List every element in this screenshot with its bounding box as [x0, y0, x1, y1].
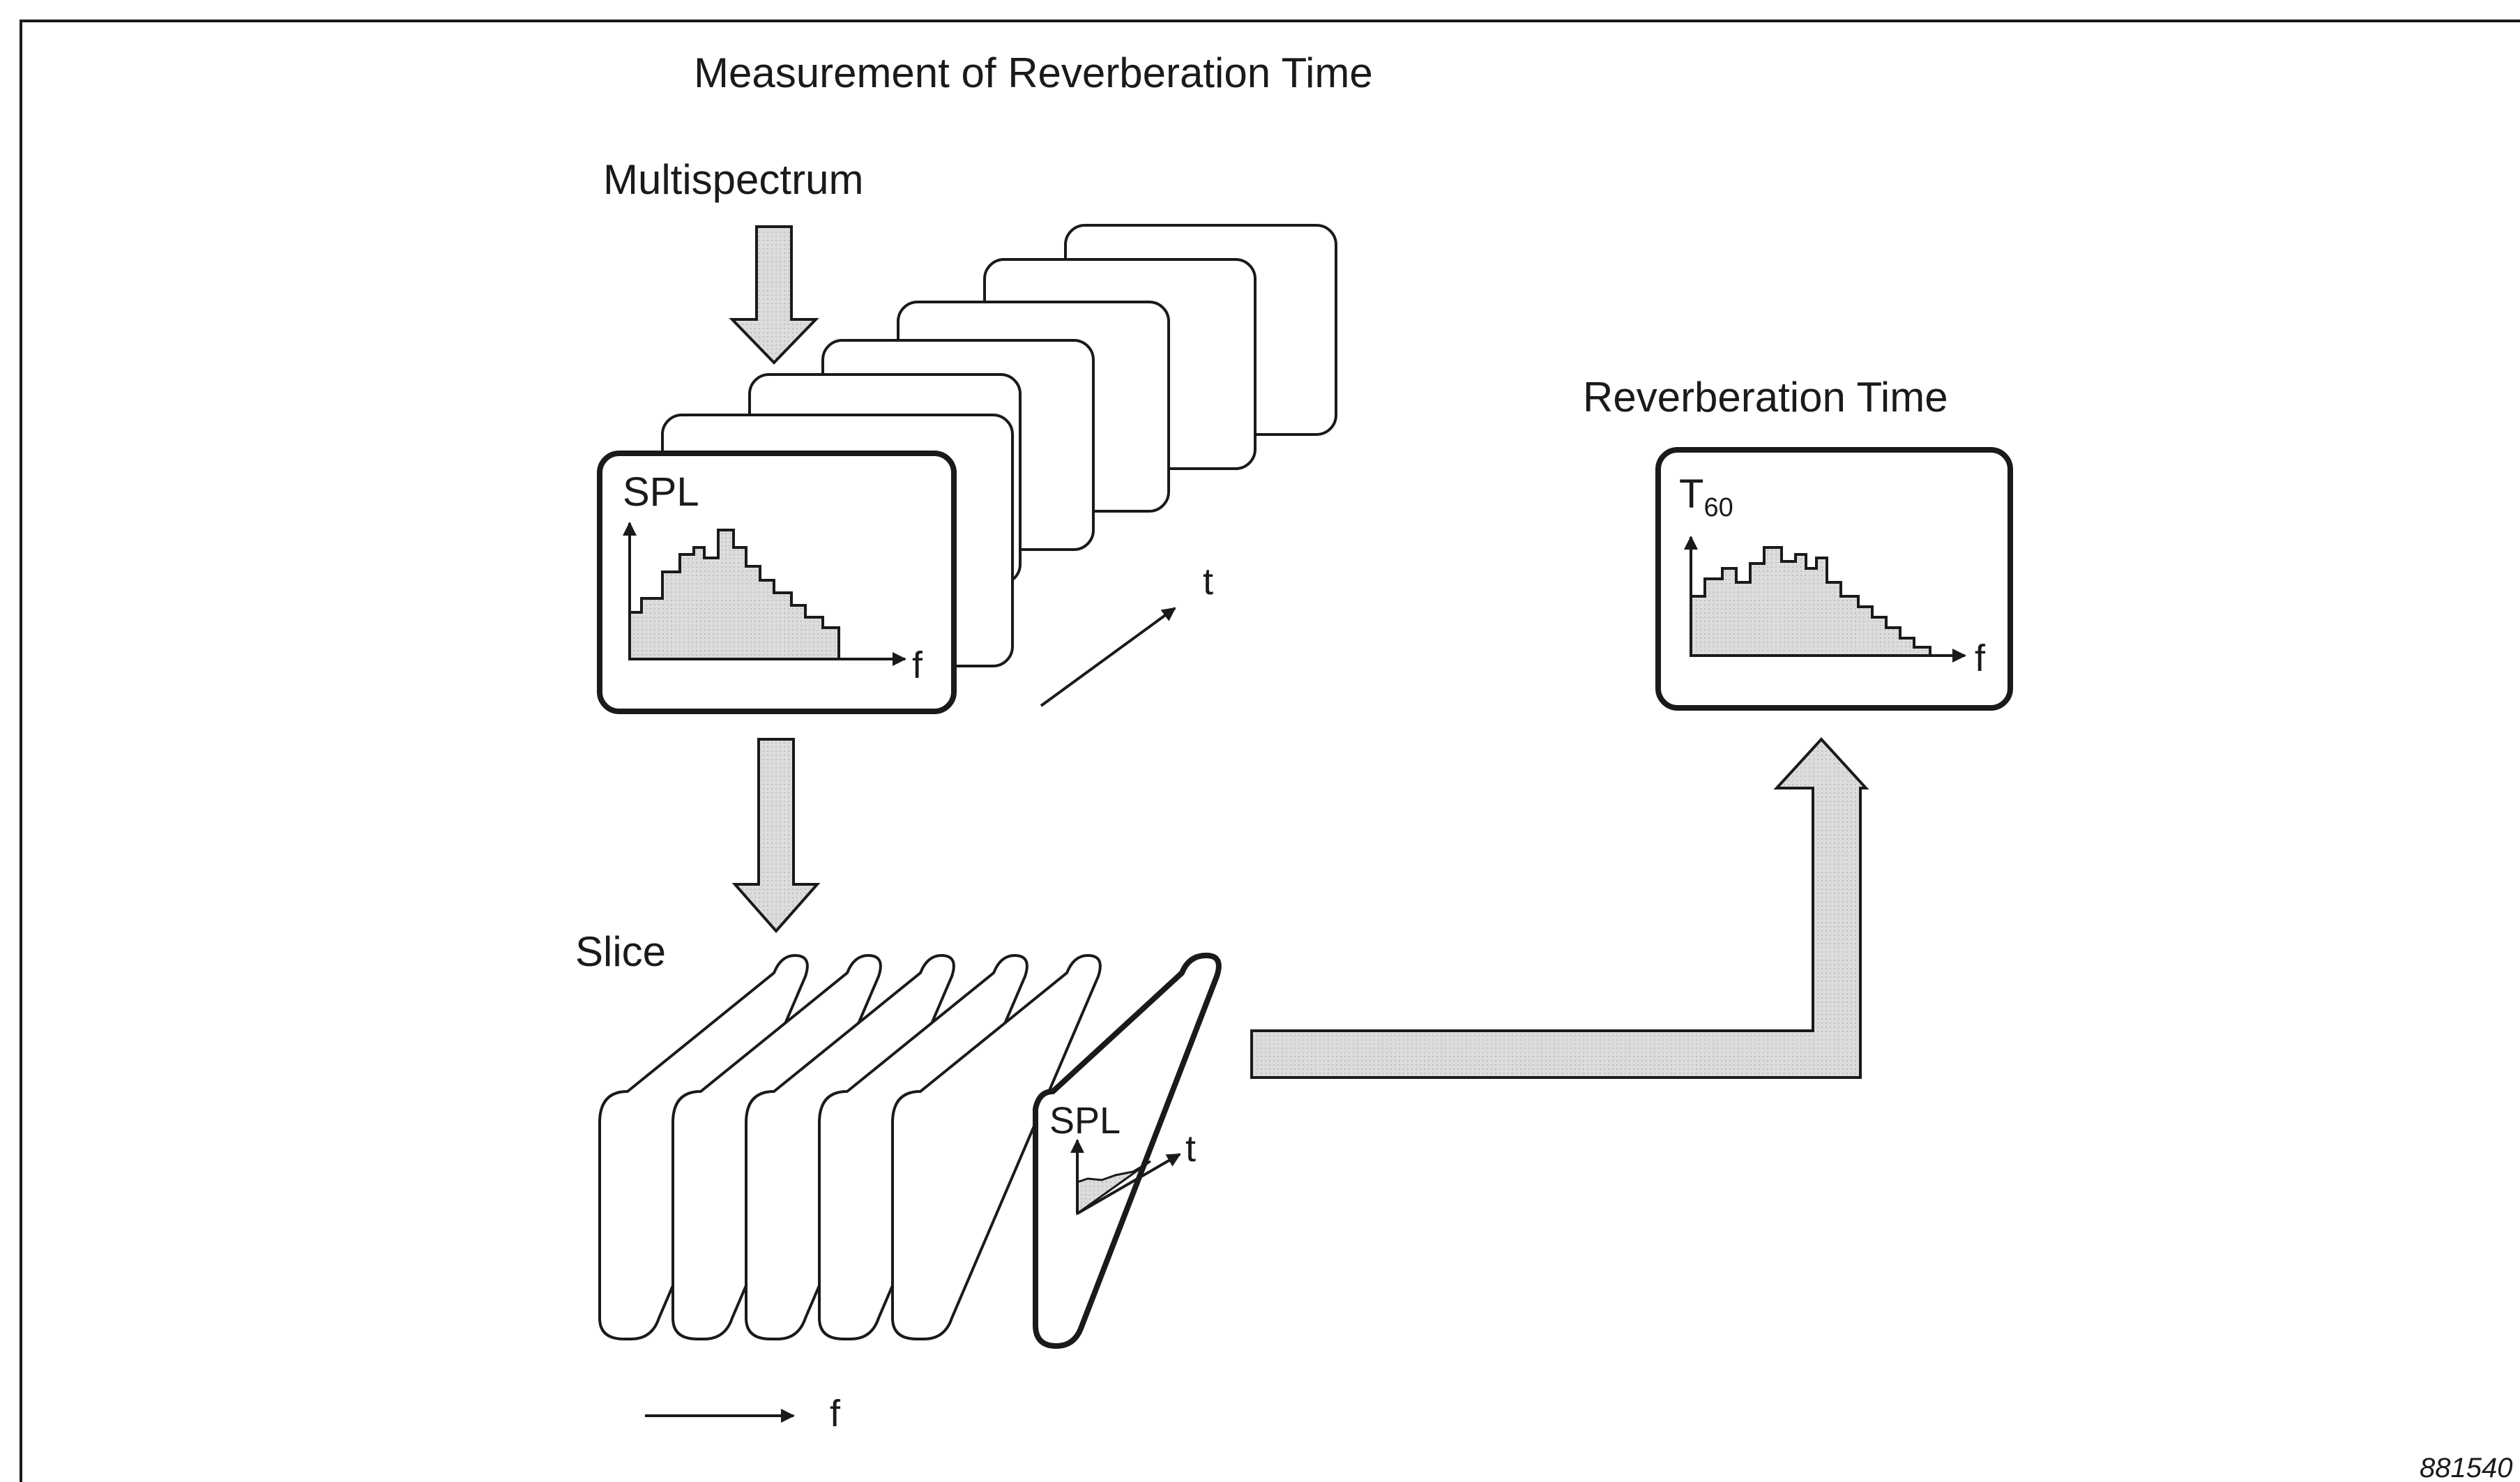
- diagram-title: Measurement of Reverberation Time: [694, 50, 1373, 96]
- figure-number: 881540: [2420, 1453, 2512, 1482]
- multispectrum-down-arrow: [729, 225, 819, 365]
- slice-label: Slice: [575, 928, 666, 975]
- spectrum-histogram: [628, 529, 840, 660]
- result-arrow: [1250, 737, 1869, 1079]
- slice-panel-front: [1033, 953, 1222, 1349]
- slice-t-label: t: [1185, 1128, 1196, 1170]
- spl-label-spectrum: SPL: [623, 469, 699, 515]
- stack-t-label: t: [1203, 561, 1213, 603]
- reverberation-time-label: Reverberation Time: [1583, 374, 1948, 421]
- slice-down-arrow: [731, 738, 821, 934]
- slices-f-label: f: [830, 1393, 841, 1435]
- t60-histogram: [1690, 546, 1931, 657]
- slice-panels: [598, 954, 1102, 1340]
- t60-label-subscript: 60: [1703, 493, 1733, 522]
- spl-label-slice: SPL: [1049, 1100, 1121, 1142]
- t60-f-label: f: [1975, 637, 1986, 679]
- frame-border: [20, 20, 2520, 1482]
- t60-label-main: T: [1679, 471, 1703, 517]
- slice-t-axis: [1076, 1153, 1181, 1215]
- multispectrum-label: Multispectrum: [603, 156, 863, 203]
- slice-panel: [891, 954, 1102, 1340]
- stack-time-arrow: [1040, 607, 1176, 707]
- spectrum-f-label: f: [912, 644, 923, 686]
- slice-decay-curve: [1076, 1160, 1151, 1216]
- t60-label: T60: [1679, 471, 1733, 522]
